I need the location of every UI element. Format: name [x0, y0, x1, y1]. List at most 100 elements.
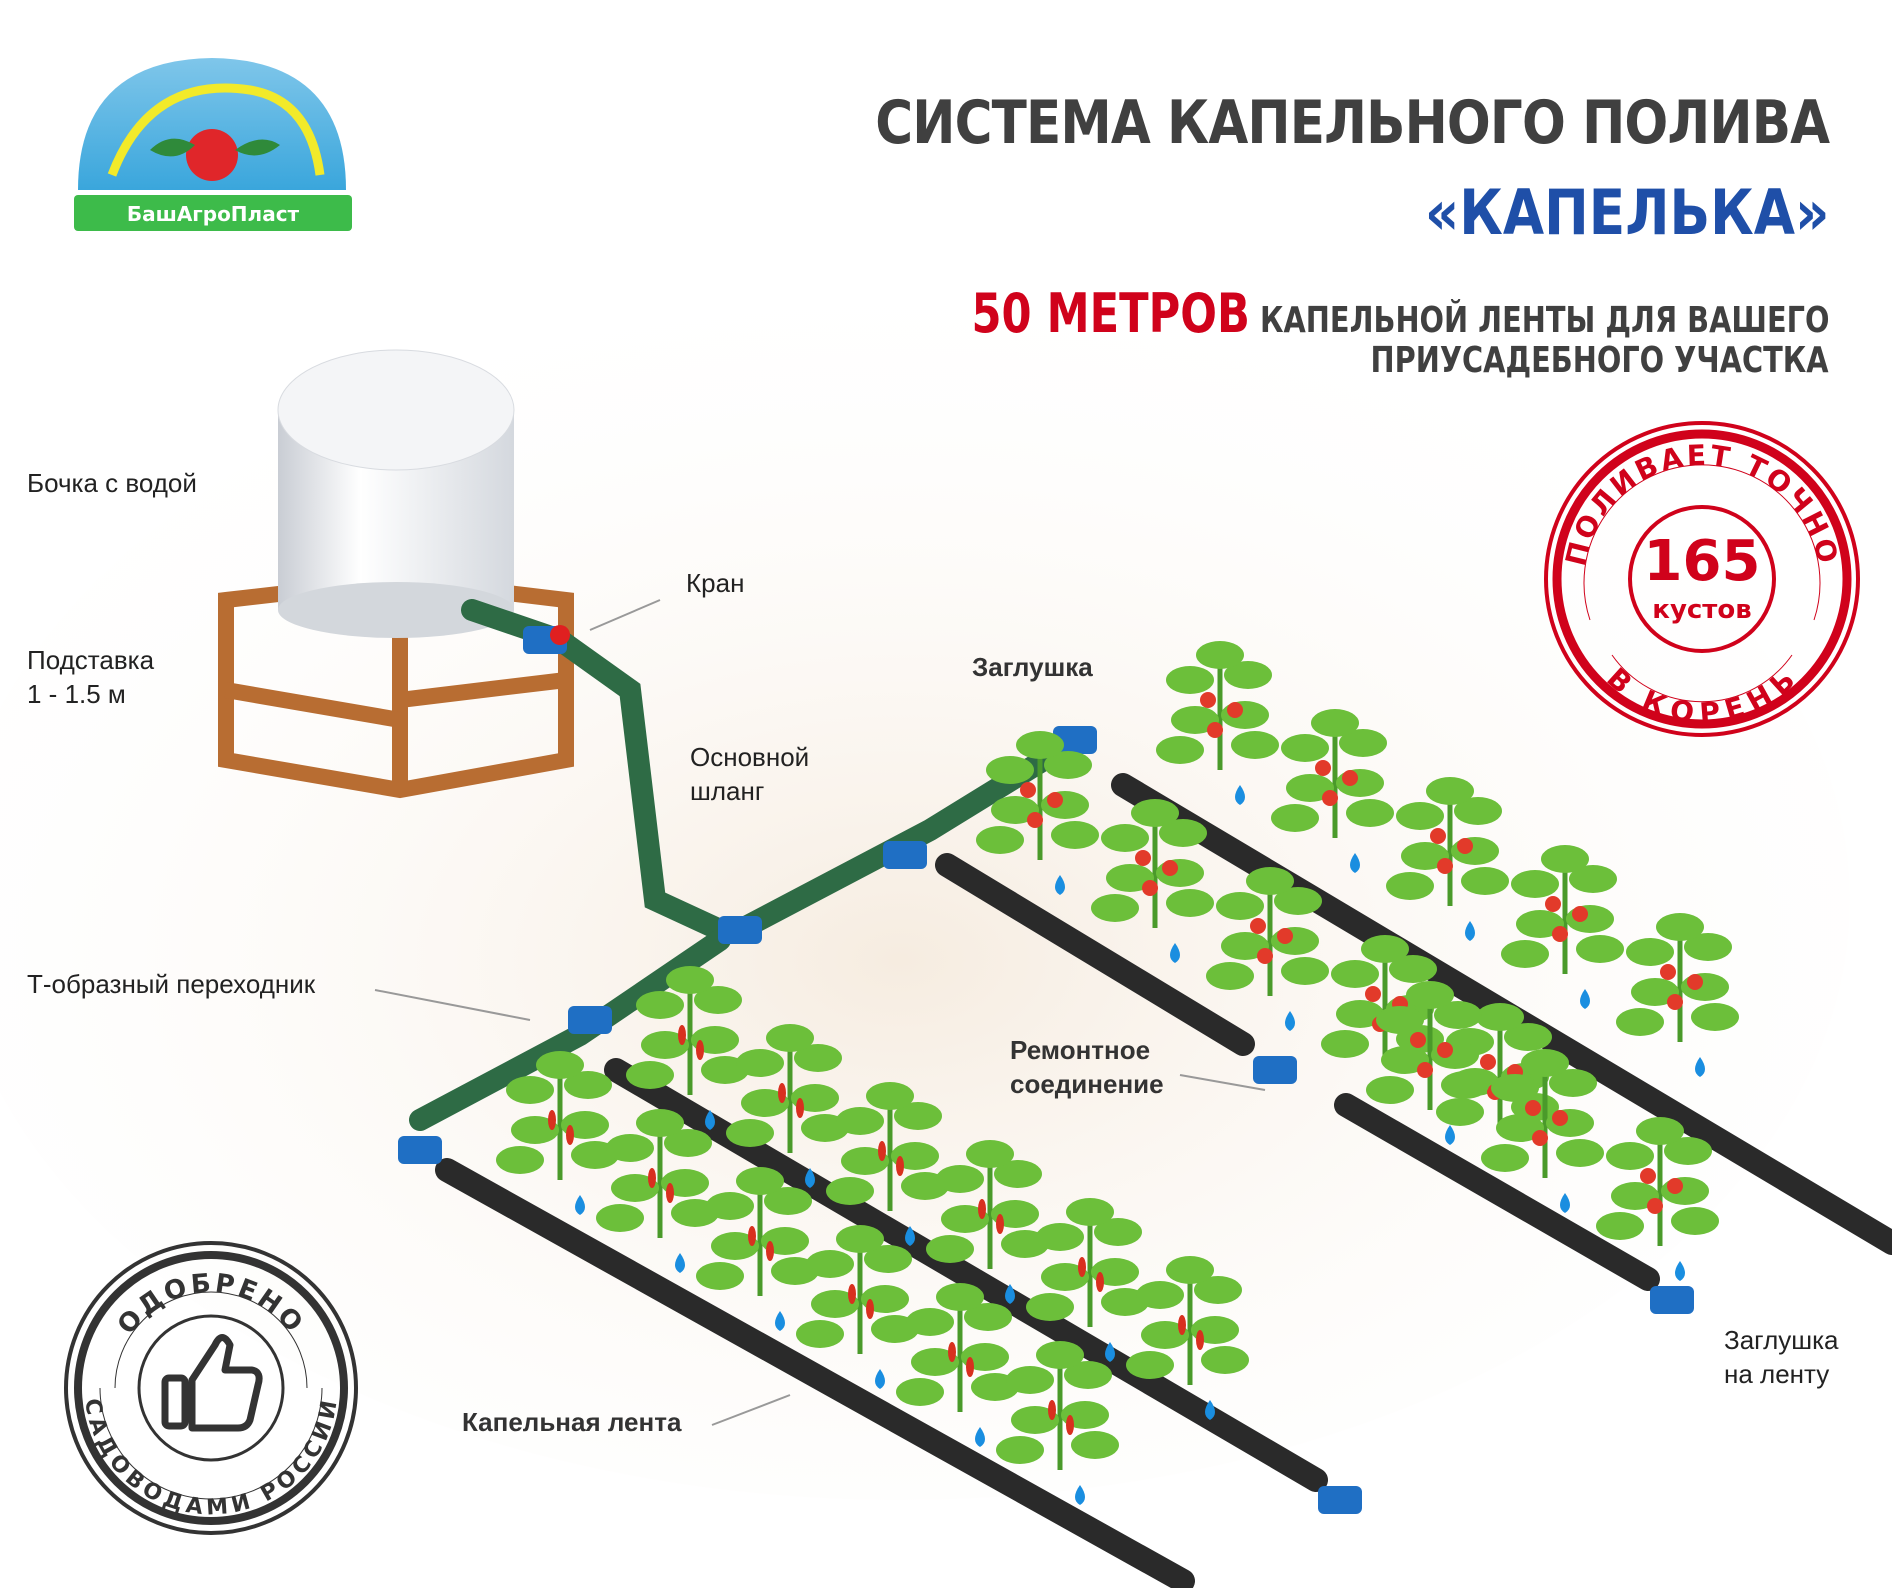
tomato-plant: [976, 731, 1099, 895]
plant-leaf: [1576, 935, 1624, 963]
plant-leaf: [694, 986, 742, 1014]
plant-leaf: [764, 1187, 812, 1215]
plant-leaf: [1481, 1144, 1529, 1172]
plant-leaf: [894, 1102, 942, 1130]
plant-leaf: [1044, 751, 1092, 779]
water-drop-icon: [575, 1195, 585, 1215]
subtitle-line-2: ПРИУСАДЕБНОГО УЧАСТКА: [1370, 340, 1829, 381]
tomato-fruit: [1342, 770, 1358, 786]
plant-leaf: [1626, 938, 1674, 966]
label-stand-2: 1 - 1.5 м: [27, 679, 126, 709]
plant-leaf: [1616, 1008, 1664, 1036]
plant-leaf: [596, 1204, 644, 1232]
fitting-connector: [1318, 1486, 1362, 1514]
pepper-fruit: [1178, 1315, 1186, 1335]
tomato-fruit: [1552, 1110, 1568, 1126]
logo: [74, 58, 352, 231]
plant-leaf: [1549, 1069, 1597, 1097]
plant-leaf: [1431, 1041, 1479, 1069]
pepper-fruit: [878, 1141, 886, 1161]
watering-stamp: [1544, 421, 1860, 737]
plant-leaf: [1246, 867, 1294, 895]
water-drop-icon: [1105, 1342, 1115, 1362]
fitting-connector: [1253, 1056, 1297, 1084]
plant-leaf: [736, 1167, 784, 1195]
pepper-plant: [696, 1167, 819, 1331]
tomato-fruit: [1437, 858, 1453, 874]
plant-leaf: [736, 1049, 784, 1077]
pepper-fruit: [978, 1199, 986, 1219]
plant-leaf: [1006, 1366, 1054, 1394]
plant-leaf: [1406, 981, 1454, 1009]
plant-leaf: [794, 1044, 842, 1072]
plant-leaf: [1661, 1177, 1709, 1205]
water-drop-icon: [1580, 989, 1590, 1009]
pepper-plant: [726, 1024, 849, 1188]
plant-leaf: [1106, 864, 1154, 892]
plant-leaf: [811, 1290, 859, 1318]
tomato-fruit: [1640, 1168, 1656, 1184]
water-drop-icon: [675, 1253, 685, 1273]
plant-leaf: [1556, 1139, 1604, 1167]
pepper-fruit: [678, 1025, 686, 1045]
plant-leaf: [826, 1177, 874, 1205]
plant-leaf: [991, 796, 1039, 824]
plant-leaf: [796, 1320, 844, 1348]
plant-leaf: [1271, 927, 1319, 955]
plant-leaf: [606, 1134, 654, 1162]
tap-valve-icon: [550, 625, 570, 645]
water-drop-icon: [1170, 943, 1180, 963]
plant-leaf: [1221, 932, 1269, 960]
plant-leaf: [1361, 935, 1409, 963]
water-drop-icon: [805, 1168, 815, 1188]
plant-leaf: [1569, 865, 1617, 893]
plant-leaf: [996, 1436, 1044, 1464]
pepper-plant: [926, 1140, 1049, 1304]
tomato-fruit: [1365, 986, 1381, 1002]
tomato-plant: [1206, 867, 1329, 1031]
plant-leaf: [711, 1232, 759, 1260]
tomato-fruit: [1480, 1054, 1496, 1070]
plant-leaf: [896, 1378, 944, 1406]
tomato-plant: [1596, 1117, 1719, 1281]
fitting-connector: [1053, 726, 1097, 754]
plant-leaf: [1311, 709, 1359, 737]
plant-leaf: [1656, 913, 1704, 941]
pepper-fruit: [896, 1156, 904, 1176]
water-drop-icon: [905, 1226, 915, 1246]
plant-leaf: [841, 1147, 889, 1175]
pepper-fruit: [948, 1342, 956, 1362]
plant-leaf: [1684, 933, 1732, 961]
plant-leaf: [1274, 887, 1322, 915]
pepper-fruit: [866, 1299, 874, 1319]
plant-leaf: [1171, 706, 1219, 734]
water-drop-icon: [1285, 1011, 1295, 1031]
tomato-fruit: [1410, 1032, 1426, 1048]
fitting-connector: [568, 1006, 612, 1034]
plant-leaf: [1026, 1293, 1074, 1321]
pepper-plant: [826, 1082, 949, 1246]
plant-leaf: [1606, 1142, 1654, 1170]
plant-leaf: [641, 1031, 689, 1059]
tomato-fruit: [1545, 896, 1561, 912]
tomato-fruit: [1315, 760, 1331, 776]
water-drop-icon: [1560, 1193, 1570, 1213]
plant-leaf: [1216, 892, 1264, 920]
tomato-plant: [1481, 1049, 1604, 1213]
water-drop-icon: [875, 1369, 885, 1389]
plant-leaf: [1206, 962, 1254, 990]
plant-leaf: [966, 1140, 1014, 1168]
plant-leaf: [1401, 842, 1449, 870]
plant-leaf: [1336, 769, 1384, 797]
pepper-plant: [996, 1341, 1119, 1505]
label-main-hose-1: Основной: [690, 742, 810, 772]
plant-leaf: [1321, 1030, 1369, 1058]
label-tap: Кран: [686, 568, 745, 598]
plant-leaf: [664, 1129, 712, 1157]
pepper-fruit: [778, 1083, 786, 1103]
plant-leaf: [1426, 777, 1474, 805]
plant-leaf: [1501, 940, 1549, 968]
